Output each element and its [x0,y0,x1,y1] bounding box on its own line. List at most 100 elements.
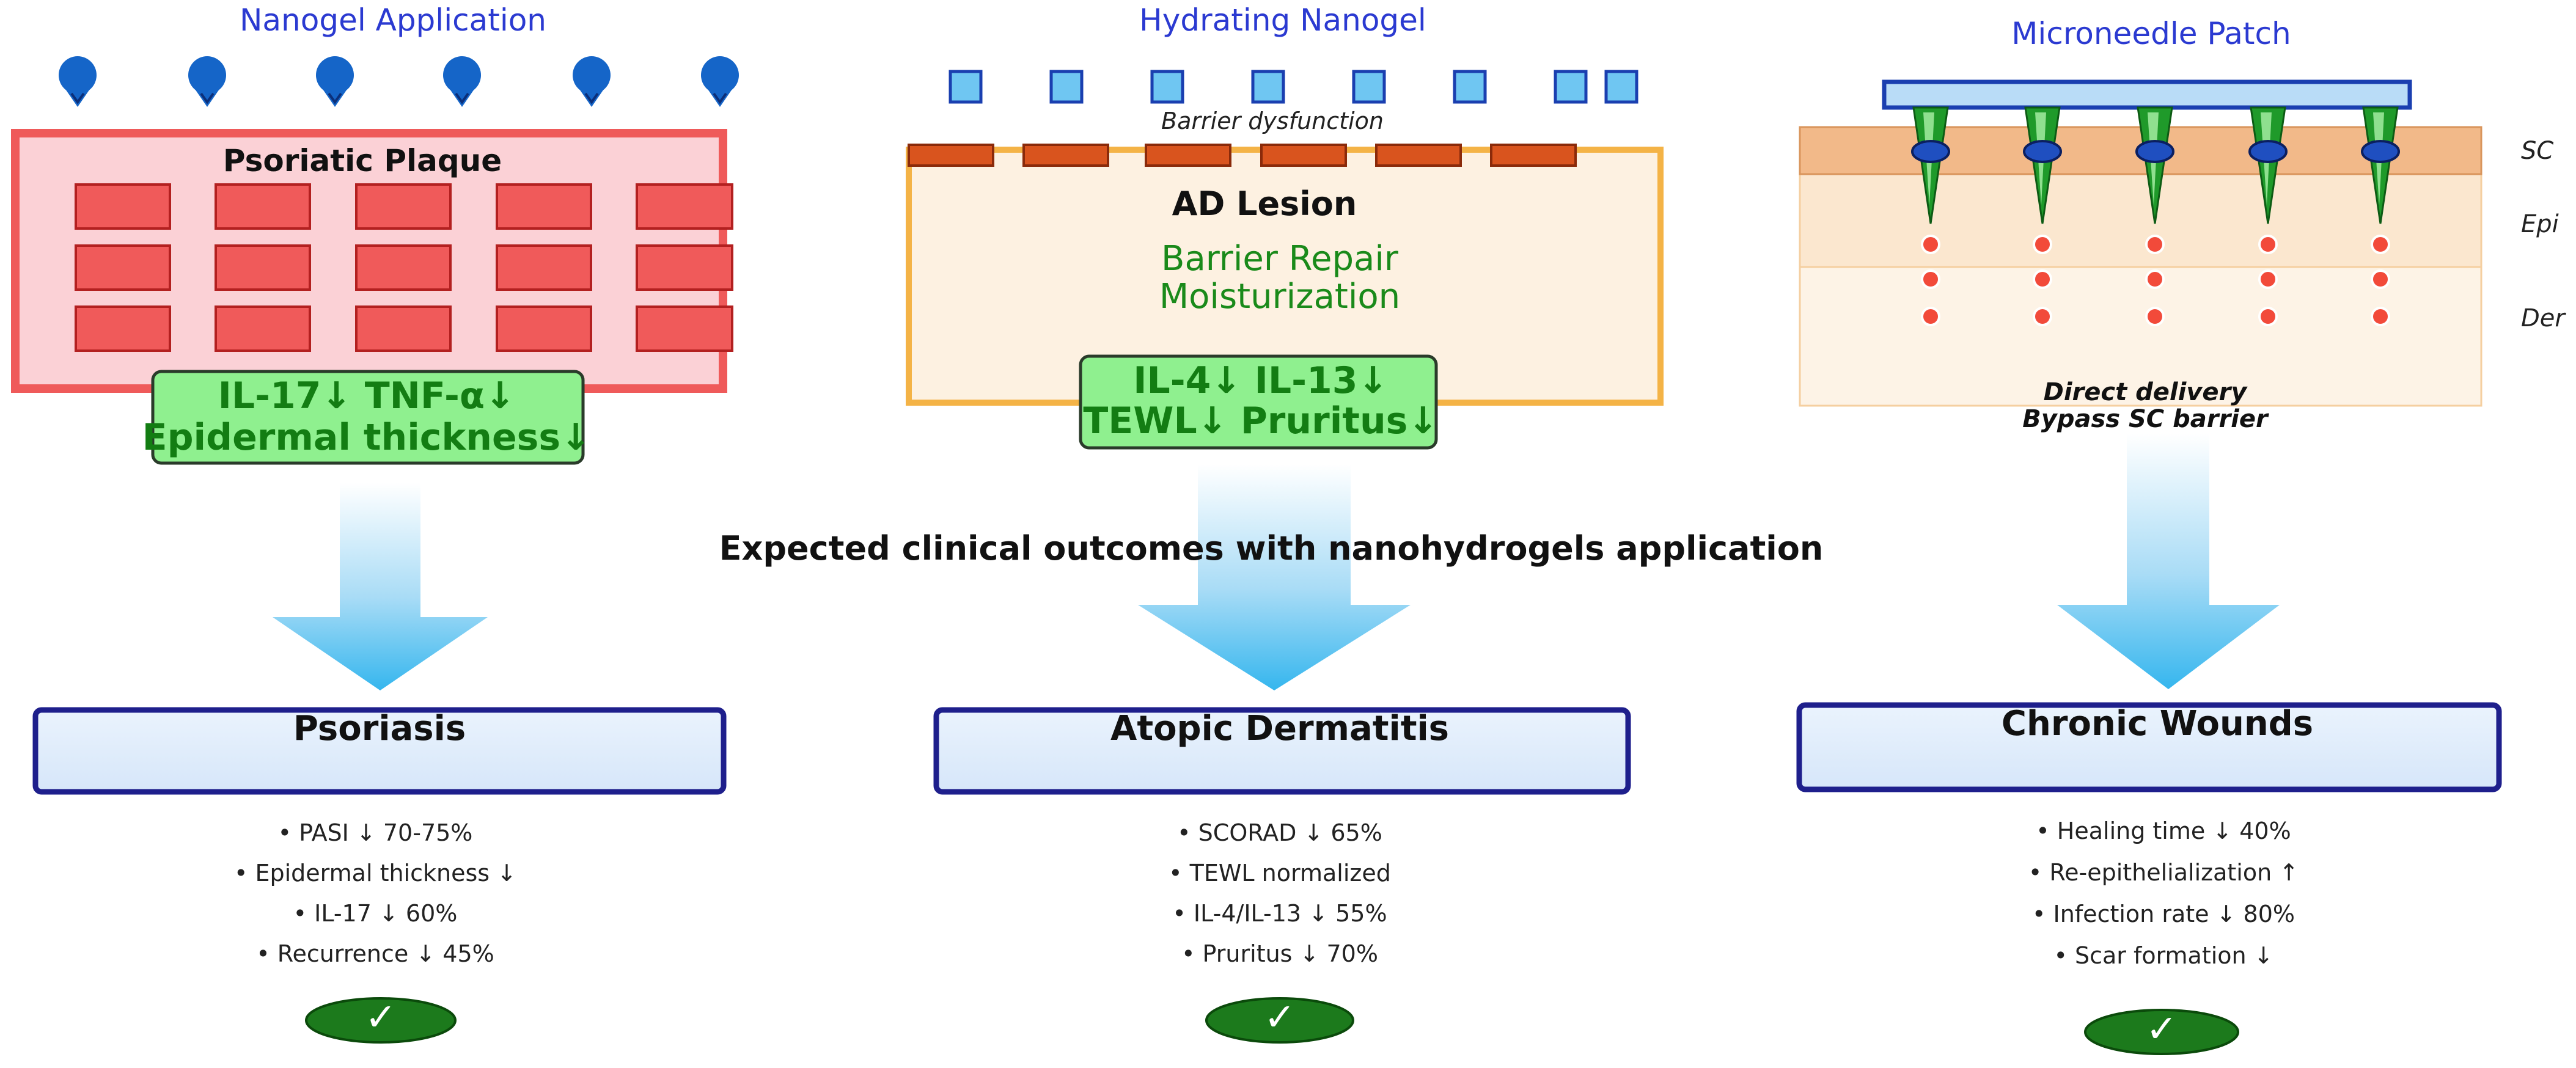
wounds-outcome-4: • Scar formation ↓ [2053,942,2273,969]
psoriasis-marker-box [151,370,585,465]
drug-dot [2145,269,2165,289]
psoriasis-check-icon: ✓ [365,995,397,1039]
wounds-disease-label: Chronic Wounds [2001,704,2314,744]
barrier-repair-label: Barrier Repair [1161,239,1398,279]
ad-flow-arrow [1138,464,1411,690]
plaque-cell [215,183,311,230]
ad-disease-label: Atopic Dermatitis [1110,709,1450,748]
epidermis-layer [1799,173,2482,268]
dermis-layer [1799,266,2482,407]
ad-marker-line-1: IL-4↓ IL-13↓ [1133,359,1389,402]
nanogel-square [1049,70,1084,104]
barrier-brick [1145,144,1231,167]
plaque-cell [215,305,311,352]
droplet-icon [443,56,481,107]
wounds-outcome-2: • Re-epithelialization ↑ [2028,859,2299,886]
drug-dot [2258,269,2278,289]
drug-dot [1921,235,1940,254]
psoriasis-outcome-1: • PASI ↓ 70-75% [277,819,473,846]
plaque-cell [636,244,733,291]
plaque-cell [75,183,171,230]
plaque-cell [355,183,452,230]
barrier-brick [908,144,994,167]
ad-lesion-label: AD Lesion [1172,185,1357,223]
plaque-cell [496,305,592,352]
wounds-flow-arrow [2057,434,2280,689]
barrier-dysfunction-label: Barrier dysfunction [1161,108,1384,134]
bypass-sc-barrier-label: Bypass SC barrier [2022,405,2268,433]
microneedle-icon [2248,106,2288,224]
microneedle-icon [2023,106,2062,224]
nanogel-droplets [59,56,739,107]
drug-dot [2033,235,2052,254]
psoriasis-outcome-3: • IL-17 ↓ 60% [293,900,458,927]
psoriatic-plaque-label: Psoriatic Plaque [222,143,502,178]
wounds-outcome-3: • Infection rate ↓ 80% [2032,901,2295,927]
ad-outcome-2: • TEWL normalized [1169,860,1391,887]
drug-dot [2145,307,2165,326]
microneedles [1911,106,2400,224]
plaque-cell [636,183,733,230]
ad-check-icon: ✓ [1264,995,1296,1039]
nanogel-square [1352,70,1386,104]
plaque-cell [75,244,171,291]
drug-dot [2033,269,2052,289]
drug-dot [2258,307,2278,326]
direct-delivery-label: Direct delivery [2043,378,2247,406]
microneedle-icon [1911,106,1950,224]
drug-dot [2371,235,2390,254]
figure-center-title: Expected clinical outcomes with nanohydr… [719,529,1824,568]
drug-dot [2371,269,2390,289]
drug-dots [1921,235,2390,326]
barrier-brick [1490,144,1577,167]
droplet-icon [188,56,226,107]
nanogel-square [1554,70,1588,104]
barrier-bricks [908,144,1577,167]
drug-dot [2145,235,2165,254]
psoriasis-outcome-2: • Epidermal thickness ↓ [234,860,516,887]
psoriasis-marker-line-2: Epidermal thickness↓ [142,416,592,459]
microneedle-patch [1882,79,2412,110]
plaque-cells [75,183,733,352]
psoriasis-check-badge [305,997,457,1044]
nanogel-square [1251,70,1285,104]
plaque-cell [636,305,733,352]
ad-check-badge [1205,997,1354,1044]
barrier-brick [1022,144,1109,167]
wounds-check-badge [2084,1009,2239,1055]
barrier-brick [1375,144,1462,167]
droplet-icon [316,56,354,107]
nanogel-squares [949,70,1638,104]
drug-dot [1921,269,1940,289]
psoriasis-marker-line-1: IL-17↓ TNF-α↓ [218,375,516,417]
psoriasis-flow-arrow [273,483,488,690]
plaque-cell [215,244,311,291]
psoriasis-disease-label: Psoriasis [293,709,466,748]
psoriasis-outcome-4: • Recurrence ↓ 45% [256,940,494,967]
plaque-cell [496,183,592,230]
drug-dot [2258,235,2278,254]
ad-outcome-3: • IL-4/IL-13 ↓ 55% [1172,900,1387,927]
drug-dot [1921,307,1940,326]
microneedle-icon [2135,106,2174,224]
drug-dot [2371,307,2390,326]
ad-disease-box [933,707,1631,795]
plaque-cell [355,244,452,291]
drug-dot [2033,307,2052,326]
droplet-icon [701,56,739,107]
microneedle-icon [2361,106,2400,224]
ad-marker-box [1079,354,1438,450]
barrier-brick [1260,144,1347,167]
layer-label-der: Der [2521,304,2565,332]
psoriasis-disease-box [32,707,727,795]
plaque-cell [355,305,452,352]
layer-label-epi: Epi [2521,210,2559,238]
droplet-icon [59,56,97,107]
wounds-disease-box [1796,702,2502,792]
ad-marker-line-2: TEWL↓ Pruritus↓ [1083,400,1439,442]
plaque-cell [75,305,171,352]
panel-title-hydrating-nanogel: Hydrating Nanogel [1139,2,1426,38]
droplet-icon [573,56,611,107]
moisturization-label: Moisturization [1159,277,1401,316]
